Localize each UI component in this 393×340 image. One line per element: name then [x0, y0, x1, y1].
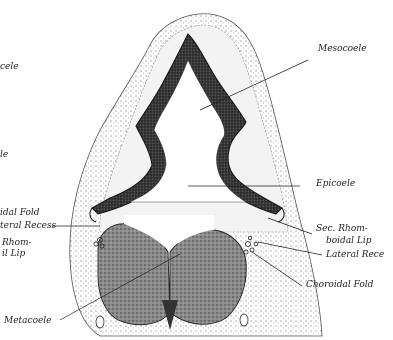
label-sec-rhom-1: Sec. Rhom- — [316, 224, 368, 234]
label-left-rhom-lip-1: Rhom- — [2, 238, 32, 248]
label-sec-rhom-2: boidal Lip — [326, 236, 372, 246]
label-left-lateral-recess: teral Recess — [0, 221, 56, 231]
label-lateral-recess-right: Lateral Rece — [326, 250, 384, 260]
label-metacoele: Metacoele — [4, 316, 52, 326]
label-left-choroidal-fold: idal Fold — [0, 208, 40, 218]
label-left-mid: le — [0, 150, 8, 160]
label-epicoele: Epicoele — [316, 179, 355, 189]
label-left-top: cele — [0, 62, 19, 72]
label-mesocoele: Mesocoele — [318, 44, 367, 54]
label-choroidal-fold-right: Choroidal Fold — [306, 280, 373, 290]
label-left-rhom-lip-2: il Lip — [2, 249, 25, 259]
